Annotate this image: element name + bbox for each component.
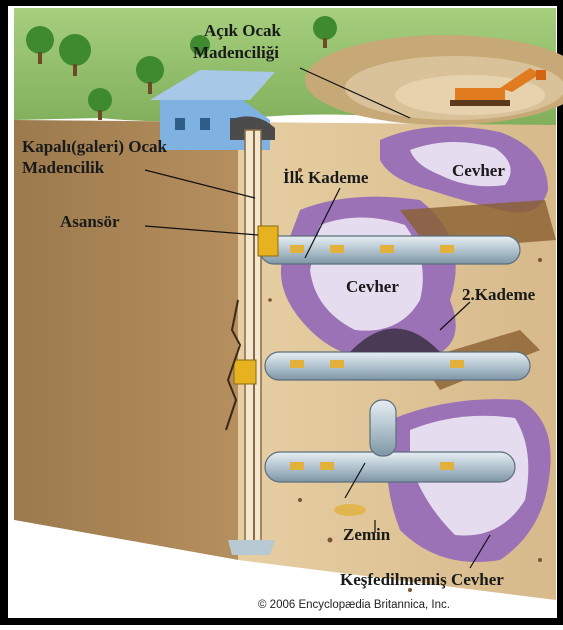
block-left-face	[14, 120, 238, 560]
elevator-cage-1	[258, 226, 278, 256]
shaft-cable	[253, 130, 255, 545]
shaft-sump	[228, 540, 275, 555]
label-floor: Zemin	[343, 525, 391, 544]
copyright-text: © 2006 Encyclopædia Britannica, Inc.	[258, 599, 450, 611]
label-underground-line1: Kapalı(galeri) Ocak	[22, 137, 168, 156]
label-elevator: Asansör	[60, 212, 120, 231]
label-ore-top: Cevher	[452, 161, 505, 180]
label-first-level: İlk Kademe	[283, 168, 369, 187]
label-underground-line2: Madencilik	[22, 158, 105, 177]
label-open-pit-line2: Madenciliği	[193, 43, 279, 62]
label-open-pit-line1: Açık Ocak	[204, 21, 282, 40]
label-ore-middle: Cevher	[346, 277, 399, 296]
elevator-cage-2	[234, 360, 256, 384]
label-undiscovered-ore: Keşfedilmemiş Cevher	[340, 570, 504, 589]
label-second-level: 2.Kademe	[462, 285, 536, 304]
tunnel-level-1	[260, 236, 520, 264]
